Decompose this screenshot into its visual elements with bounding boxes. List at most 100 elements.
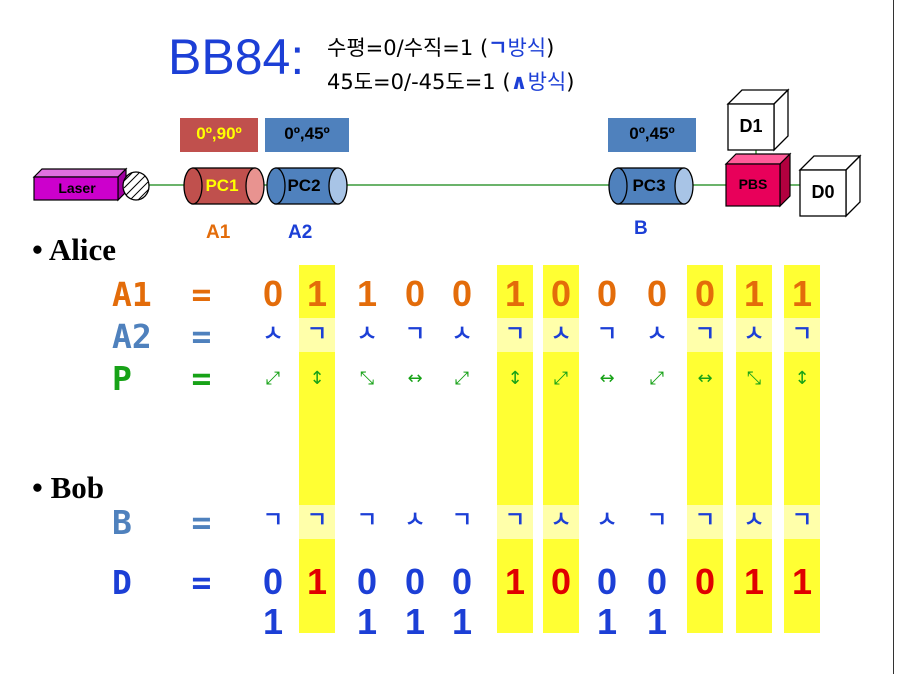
- d-cell: 0: [451, 561, 473, 602]
- match-basis-band: [543, 318, 579, 352]
- legend-2-close: ): [566, 70, 575, 94]
- pc2-label: PC2: [287, 176, 321, 195]
- match-basis-band: [687, 318, 723, 352]
- a1-device-label: A1: [206, 222, 231, 243]
- pc1-angle-label: 0º,90º: [196, 124, 242, 143]
- p-cell: ↔: [407, 368, 423, 389]
- b-device-label: B: [634, 218, 648, 239]
- optical-setup-diagram: [32, 88, 862, 218]
- legend-1-close: ): [546, 36, 555, 60]
- b-cell: ㄱ: [356, 508, 378, 533]
- laser-label: Laser: [58, 180, 96, 196]
- match-basis-band: [687, 505, 723, 539]
- b-cell: ㄱ: [504, 508, 526, 533]
- p-cell: ⤢: [649, 368, 665, 389]
- a2-cell: ㄱ: [791, 322, 813, 347]
- legend-2-text: 45도=0/-45도=1 (: [327, 70, 511, 94]
- d-cell: 1: [504, 561, 526, 602]
- a1-cell: 1: [743, 273, 765, 314]
- d-cell: 0: [596, 561, 618, 602]
- legend-line-2: 45도=0/-45도=1 (∧방식): [327, 72, 574, 93]
- pc2-cylinder: [266, 167, 348, 205]
- a1-cell: 0: [646, 273, 668, 314]
- b-cell: ㅅ: [743, 508, 765, 533]
- d-row-label: D =: [112, 563, 212, 602]
- a2-device-label: A2: [288, 222, 313, 243]
- a2-cell: ㅅ: [646, 322, 668, 347]
- match-basis-band: [736, 318, 772, 352]
- d-cell: 0: [404, 561, 426, 602]
- p-cell: ⤡: [746, 368, 762, 389]
- pbs-cube: [724, 152, 792, 208]
- a2-cell: ㅅ: [262, 322, 284, 347]
- d0-label: D0: [811, 182, 835, 202]
- d0-cube: [798, 154, 862, 218]
- a1-cell: 0: [550, 273, 572, 314]
- a1-cell: 0: [596, 273, 618, 314]
- pc1-cylinder: [183, 167, 265, 205]
- d-cell: 1: [306, 561, 328, 602]
- d-cell: 0: [356, 561, 378, 602]
- a1-cell: 1: [791, 273, 813, 314]
- frame-border: [893, 0, 894, 674]
- a2-cell: ㄱ: [694, 322, 716, 347]
- a1-cell: 1: [306, 273, 328, 314]
- pc3-angle-box: [608, 118, 696, 152]
- p-cell: ↕: [309, 368, 325, 389]
- caret-icon: ∧: [510, 70, 528, 94]
- b-cell: ㄱ: [694, 508, 716, 533]
- b-cell: ㄱ: [306, 508, 328, 533]
- a2-cell: ㅅ: [356, 322, 378, 347]
- pbs-label: PBS: [738, 176, 768, 192]
- p-cell: ⤢: [454, 368, 470, 389]
- p-cell: ↔: [697, 368, 713, 389]
- page-title: BB84:: [168, 29, 305, 85]
- a2-cell: ㄱ: [596, 322, 618, 347]
- a2-cell: ㅅ: [743, 322, 765, 347]
- a1-cell: 0: [694, 273, 716, 314]
- d1-label: D1: [739, 116, 763, 136]
- d-cell: 0: [262, 561, 284, 602]
- d-alt-cell: 1: [262, 601, 284, 642]
- match-basis-band: [299, 318, 335, 352]
- match-basis-band: [497, 318, 533, 352]
- d-cell: 0: [646, 561, 668, 602]
- legend-1-text: 수평=0/수직=1 (: [327, 36, 489, 60]
- b-cell: ㅅ: [550, 508, 572, 533]
- b-cell: ㄱ: [451, 508, 473, 533]
- d-cell: 1: [791, 561, 813, 602]
- pc2-angle-box: [265, 118, 349, 152]
- a1-cell: 0: [262, 273, 284, 314]
- d-cell: 1: [743, 561, 765, 602]
- legend-1-word: 방식: [507, 36, 547, 60]
- pc1-angle-box: [180, 118, 258, 152]
- a1-cell: 1: [504, 273, 526, 314]
- bob-heading: • Bob: [32, 470, 105, 505]
- d1-cube: [726, 88, 790, 152]
- a1-row-label: A1 =: [112, 275, 212, 314]
- match-basis-band: [543, 505, 579, 539]
- p-cell: ⤢: [265, 368, 281, 389]
- a1-cell: 0: [451, 273, 473, 314]
- d-alt-cell: 1: [356, 601, 378, 642]
- b-cell: ㄱ: [262, 508, 284, 533]
- p-cell: ⤡: [359, 368, 375, 389]
- legend-2-word: 방식: [527, 70, 567, 94]
- diffuser-icon: [122, 171, 150, 201]
- a2-row-label: A2 =: [112, 317, 212, 356]
- match-basis-band: [299, 505, 335, 539]
- pc1-label: PC1: [205, 176, 239, 195]
- a2-cell: ㅅ: [550, 322, 572, 347]
- p-row-label: P =: [112, 359, 212, 398]
- alice-heading: • Alice: [32, 232, 117, 267]
- p-cell: ↔: [599, 368, 615, 389]
- d-cell: 0: [694, 561, 716, 602]
- a2-cell: ㄱ: [404, 322, 426, 347]
- pc3-angle-label: 0º,45º: [629, 124, 675, 143]
- d-alt-cell: 1: [596, 601, 618, 642]
- a2-cell: ㄱ: [306, 322, 328, 347]
- b-cell: ㅅ: [404, 508, 426, 533]
- legend-line-1: 수평=0/수직=1 (ㄱ방식): [327, 38, 554, 59]
- d-alt-cell: 1: [404, 601, 426, 642]
- laser-box: [32, 167, 128, 202]
